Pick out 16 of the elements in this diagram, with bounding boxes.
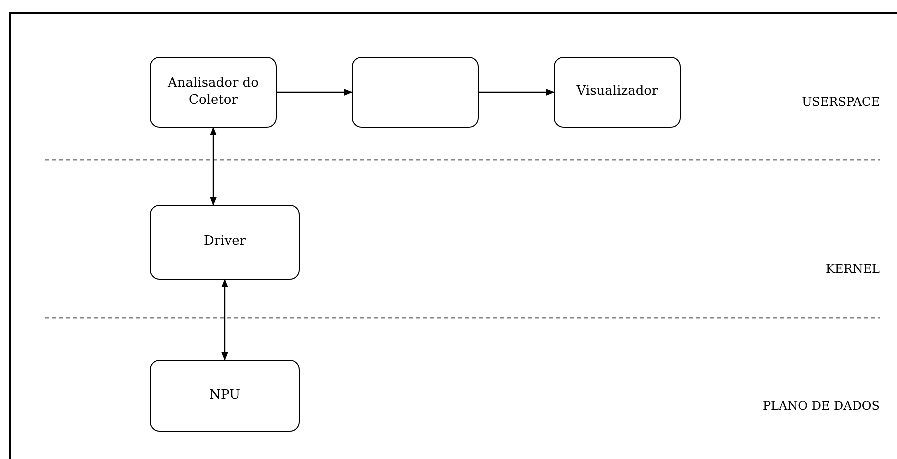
layer-label: USERSPACE	[802, 95, 880, 109]
box-label: Visualizador	[576, 84, 660, 101]
layer-label: KERNEL	[826, 262, 880, 276]
arrow	[479, 89, 555, 96]
process-box	[150, 205, 300, 280]
arrow	[222, 279, 228, 361]
process-box	[554, 57, 681, 128]
box-label: Driver	[202, 234, 248, 251]
box-shape	[352, 57, 479, 128]
layer-label: PLANO DE DADOS	[762, 399, 880, 413]
box-label: Analisador do Coletor	[166, 76, 260, 110]
process-box	[150, 57, 277, 128]
arrow	[210, 127, 217, 206]
box-label: NPU	[208, 388, 242, 404]
arrow	[277, 89, 353, 96]
process-box	[150, 360, 300, 432]
